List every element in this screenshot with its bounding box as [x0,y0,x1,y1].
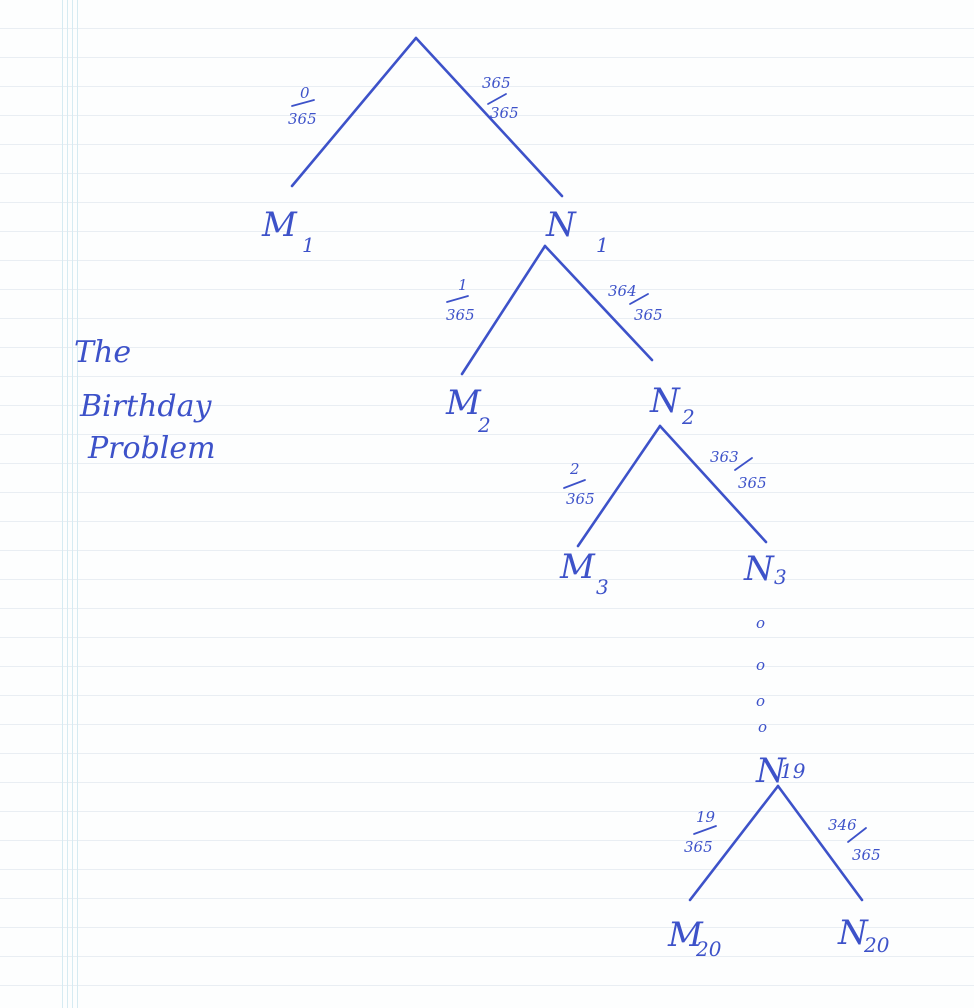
edge-label-n1-m2: 1 365 [446,276,475,324]
node-subscript: 19 [780,759,806,783]
node-n1: N 1 [545,205,609,257]
edge-numerator: 365 [482,74,511,92]
edge-label-n19-n20: 346 365 [828,816,881,864]
ellipsis-dot: o [756,692,765,710]
fraction-bar [291,99,315,107]
margin-line [62,0,63,1008]
edge-numerator: 1 [458,276,468,294]
edge-label-n2-n3: 363 365 [710,448,767,492]
title-line-3: Problem [87,431,216,466]
edge-label-root-m1: 0 365 [288,84,317,128]
node-m20: M 20 [667,915,722,961]
title-line-1: The [74,335,131,370]
edge-denominator: 365 [566,490,595,508]
node-subscript: 3 [774,565,787,589]
node-n3: N 3 [743,549,787,589]
edge-label-n19-m20: 19 365 [684,808,716,856]
fraction-bar [446,295,469,303]
margin-line [67,0,68,1008]
edge-label-n2-m3: 2 365 [566,460,595,508]
fraction-bar [734,457,753,471]
margin-line [77,0,78,1008]
node-n19: N 19 [755,751,806,791]
edge-denominator: 365 [446,306,475,324]
margin-line [72,0,73,1008]
node-n20: N 20 [837,913,890,957]
node-letter: N [649,381,681,421]
node-subscript: 1 [302,233,315,257]
node-m1: M 1 [261,205,315,257]
node-letter: M [667,915,704,955]
fraction-bar [847,827,867,843]
node-n2: N 2 [649,381,695,429]
node-letter: N [755,751,787,791]
edge-label-n1-n2: 364 365 [608,282,663,324]
branch-root-m1 [290,36,418,188]
edge-numerator: 19 [696,808,716,826]
edge-denominator: 365 [852,846,881,864]
node-subscript: 3 [596,575,609,599]
node-letter: N [545,205,577,245]
branch-n19-m20 [688,784,780,902]
branch-n2-m3 [576,424,662,548]
ellipsis-dot: o [756,614,765,632]
fraction-bar [693,825,717,835]
edge-label-root-n1: 365 365 [482,74,519,122]
node-subscript: 20 [863,933,890,957]
edge-denominator: 365 [684,838,713,856]
title-line-2: Birthday [79,389,212,424]
edge-numerator: 2 [569,460,580,478]
node-m3: M 3 [559,547,609,599]
branch-root-n1 [414,36,564,198]
branch-n2-n3 [658,424,768,544]
node-m2: M 2 [445,383,491,437]
fraction-bar [563,479,586,489]
node-subscript: 2 [681,405,695,429]
branch-n1-n2 [543,244,654,362]
node-letter: M [445,383,482,423]
node-letter: M [559,547,596,587]
edge-numerator: 363 [710,448,739,466]
edge-denominator: 365 [738,474,767,492]
fraction-bar [629,293,649,305]
edge-denominator: 365 [288,110,317,128]
branch-n1-m2 [460,244,547,376]
edge-denominator: 365 [634,306,663,324]
edge-numerator: 346 [828,816,857,834]
node-letter: N [743,549,775,589]
ellipsis-dot: o [756,656,765,674]
node-letter: M [261,205,298,245]
node-subscript: 1 [596,233,609,257]
ellipsis-dot: o [758,718,767,736]
vertical-ellipsis: o o o o [756,614,767,736]
branch-n19-n20 [776,784,864,902]
edge-denominator: 365 [490,104,519,122]
edge-numerator: 364 [608,282,637,300]
edge-numerator: 0 [300,84,310,102]
node-letter: N [837,913,869,953]
node-subscript: 2 [477,413,491,437]
node-subscript: 20 [695,937,722,961]
fraction-bar [487,93,507,105]
